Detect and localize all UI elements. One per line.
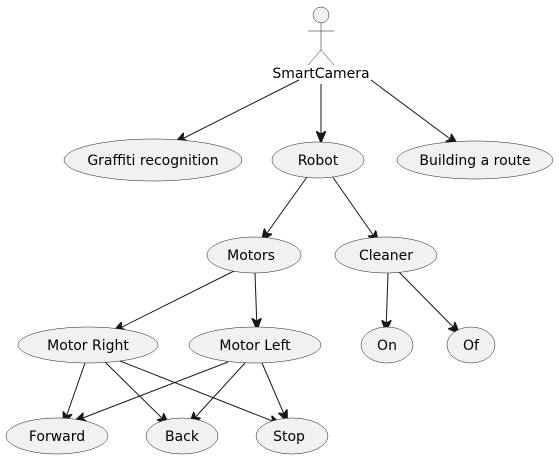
actor-smartcamera: SmartCamera xyxy=(272,6,370,82)
usecase-on: On xyxy=(360,326,414,364)
edge-robot-to-cleaner xyxy=(331,175,378,242)
usecase-label: Of xyxy=(463,338,480,354)
usecase-cleaner: Cleaner xyxy=(334,236,438,274)
usecase-motor-right: Motor Right xyxy=(17,326,159,364)
usecase-stop: Stop xyxy=(255,417,329,455)
usecase-label: Robot xyxy=(298,153,339,169)
usecase-robot: Robot xyxy=(271,141,365,179)
edge-motors-to-motor-right xyxy=(114,270,235,331)
usecase-forward: Forward xyxy=(5,417,109,455)
edge-motor-left-to-stop xyxy=(261,362,287,421)
usecase-label: Motor Left xyxy=(219,338,291,354)
usecase-label: Motors xyxy=(227,248,275,264)
usecase-label: Back xyxy=(165,429,200,445)
usecase-building-route: Building a route xyxy=(396,140,554,180)
edge-motors-to-motor-left xyxy=(255,272,257,329)
actor-right-leg xyxy=(320,49,335,66)
actor-head-icon xyxy=(312,6,330,24)
usecase-label: Stop xyxy=(273,429,305,445)
usecase-motors: Motors xyxy=(206,236,302,274)
usecase-label: Building a route xyxy=(419,153,530,169)
usecase-label: On xyxy=(377,338,397,354)
usecase-of: Of xyxy=(446,326,496,364)
actor-label: SmartCamera xyxy=(272,66,369,82)
edge-motor-left-to-forward xyxy=(75,361,229,421)
edge-motor-right-to-stop xyxy=(119,360,280,424)
edge-cleaner-to-on xyxy=(386,272,388,331)
usecase-label: Graffiti recognition xyxy=(87,153,218,169)
edge-smartcamera-to-graffiti xyxy=(176,79,300,142)
edge-motor-right-to-forward xyxy=(64,362,86,423)
edge-smartcamera-to-route xyxy=(370,79,457,144)
usecase-label: Cleaner xyxy=(359,248,413,264)
edge-robot-to-motors xyxy=(262,176,308,240)
usecase-label: Motor Right xyxy=(47,338,129,354)
edges-layer xyxy=(64,79,459,424)
edge-cleaner-to-of xyxy=(397,270,459,333)
usecase-motor-left: Motor Left xyxy=(188,326,322,364)
edge-motor-right-to-back xyxy=(104,361,168,424)
usecase-back: Back xyxy=(145,417,219,455)
actor-left-leg xyxy=(307,49,322,66)
edge-motor-left-to-back xyxy=(190,362,246,423)
usecase-label: Forward xyxy=(29,429,85,445)
usecase-graffiti: Graffiti recognition xyxy=(63,138,243,182)
